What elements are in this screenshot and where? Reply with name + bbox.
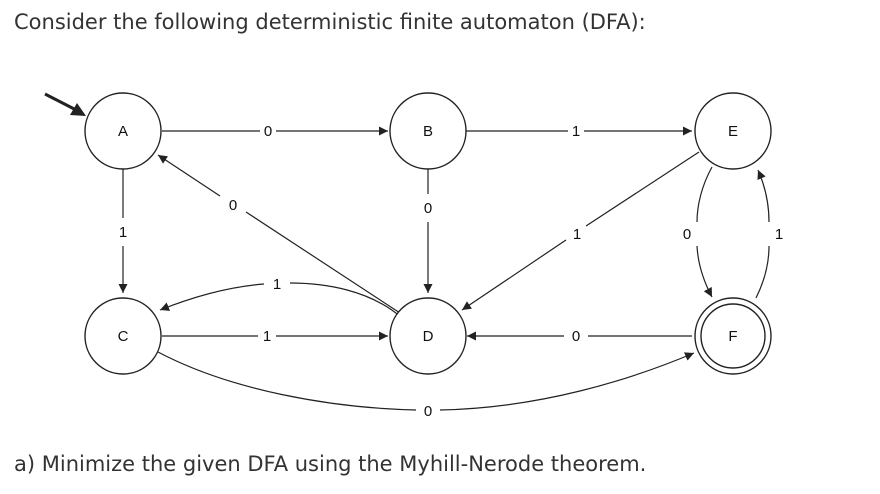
- state-f-accepting: F: [694, 297, 772, 375]
- edge-d-to-a-tail: [157, 154, 221, 197]
- edge-e-to-d-tail: [461, 239, 567, 311]
- edge-label-b-e: 1: [572, 123, 580, 140]
- state-a-label: A: [118, 123, 128, 140]
- edge-label-a-b: 0: [264, 123, 272, 140]
- state-c-label: C: [118, 328, 129, 345]
- state-f-label: F: [728, 328, 737, 345]
- edge-f-to-e: [755, 245, 770, 299]
- edge-label-e-f: 0: [683, 226, 691, 243]
- edge-label-c-f: 0: [424, 403, 432, 420]
- edge-label-a-c: 1: [119, 224, 127, 241]
- edge-label-c-d: 1: [263, 328, 271, 345]
- edge-label-e-d: 1: [573, 226, 581, 243]
- problem-heading: Consider the following deterministic fin…: [14, 10, 646, 34]
- edge-label-f-e: 1: [775, 226, 783, 243]
- state-a: A: [84, 92, 162, 170]
- start-arrow: [44, 92, 86, 116]
- edge-d-to-c: [289, 282, 403, 319]
- edge-label-d-c: 1: [273, 276, 281, 293]
- state-c: C: [84, 297, 162, 375]
- edge-e-to-f: [696, 166, 713, 223]
- edge-c-to-f-tail: [439, 352, 695, 411]
- state-b-label: B: [423, 123, 433, 140]
- edge-d-to-a: [245, 211, 401, 314]
- edge-c-to-f: [157, 351, 417, 411]
- edge-f-to-e-tail: [757, 169, 770, 223]
- state-b: B: [389, 92, 467, 170]
- edge-e-to-f-tail: [696, 245, 713, 298]
- edge-e-to-d: [585, 151, 700, 227]
- edge-d-to-c-tail: [159, 283, 265, 311]
- question-text: a) Minimize the given DFA using the Myhi…: [14, 452, 647, 476]
- edge-label-b-d: 0: [424, 200, 432, 217]
- state-d: D: [389, 297, 467, 375]
- state-e-label: E: [728, 123, 738, 140]
- state-e: E: [694, 92, 772, 170]
- edge-label-d-a: 0: [229, 197, 237, 214]
- state-d-label: D: [423, 328, 434, 345]
- edge-label-f-d: 0: [572, 328, 580, 345]
